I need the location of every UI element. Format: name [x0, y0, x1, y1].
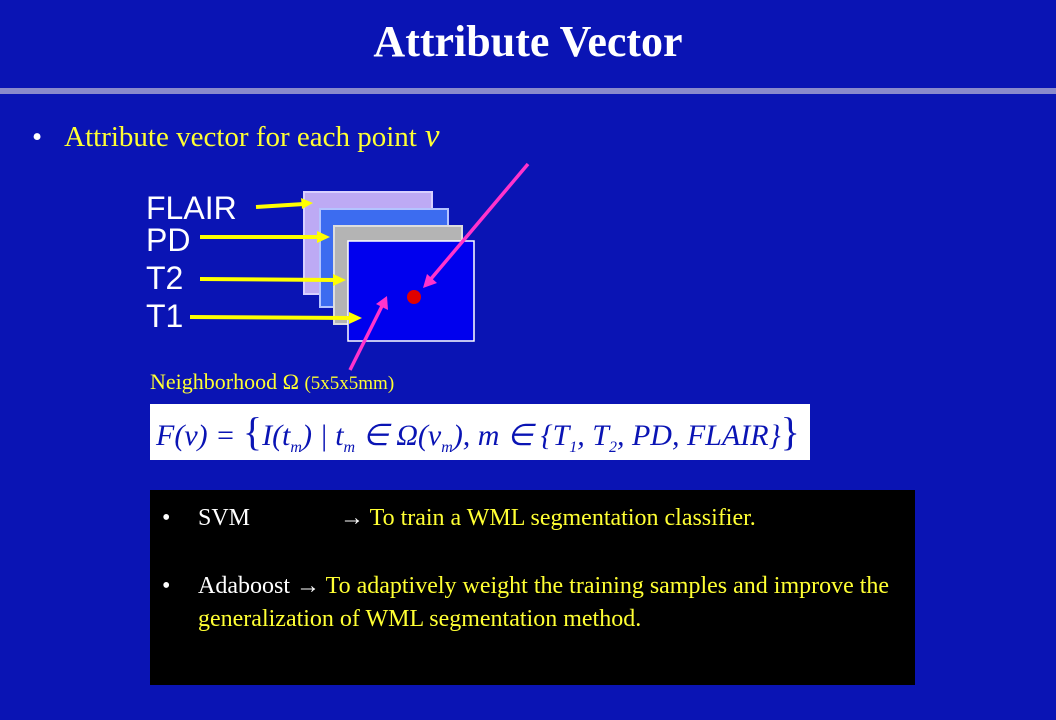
method-bullet: • — [162, 573, 171, 599]
formula-sub: m — [343, 439, 356, 456]
formula-term: ), m ∈ {T — [452, 419, 570, 452]
formula-sub: m — [290, 439, 302, 456]
bullet-text: Attribute vector for each point — [64, 121, 417, 153]
arrow-icon: → — [340, 505, 364, 531]
neighborhood-caption: Neighborhood Ω (5x5x5mm) — [150, 366, 394, 400]
formula-term: I(t — [262, 419, 291, 452]
method-item-svm: • SVM → To train a WML segmentation class… — [162, 502, 907, 535]
flair-arrowhead — [301, 198, 313, 209]
pd-arrowhead — [317, 231, 330, 243]
neighborhood-size: (5x5x5mm) — [304, 373, 395, 394]
formula-term: , T — [577, 419, 609, 452]
target-point — [407, 290, 421, 304]
method-bullet: • — [162, 505, 171, 531]
label-t1: T1 — [146, 298, 184, 334]
t2-connector — [199, 277, 335, 282]
point-pointer — [428, 162, 530, 282]
method-term: Adaboost — [198, 573, 290, 599]
bullet-marker: • — [32, 121, 43, 153]
t2-arrowhead — [333, 274, 346, 286]
formula-sub: m — [441, 439, 453, 456]
label-pd: PD — [146, 222, 191, 258]
method-item-adaboost: • Adaboost → To adaptively weight the tr… — [162, 570, 907, 636]
label-t2: T2 — [146, 260, 184, 296]
title-underline — [0, 88, 1056, 94]
formula-sub: 2 — [608, 439, 617, 456]
t1-arrowhead — [349, 312, 362, 324]
formula-term: ) | t — [301, 419, 344, 452]
formula-term: ∈ Ω(v — [355, 419, 442, 452]
label-flair: FLAIR — [146, 190, 237, 226]
method-description: To adaptively weight the training sample… — [198, 573, 890, 632]
flair-connector — [255, 202, 305, 209]
arrow-icon: → — [296, 573, 320, 599]
formula-lhs: F(v) = — [156, 419, 243, 452]
slide-title: Attribute Vector — [373, 17, 683, 66]
neighborhood-label: Neighborhood Ω — [150, 369, 299, 394]
formula-open-brace: { — [242, 409, 263, 454]
methods-box: • SVM → To train a WML segmentation class… — [150, 490, 915, 685]
point-variable: v — [424, 118, 440, 154]
point-pointer-arrowhead — [423, 274, 437, 288]
neighborhood-pointer-arrowhead — [376, 296, 388, 310]
formula-sub: 1 — [569, 439, 578, 456]
t1-connector — [189, 315, 351, 320]
formula-term: , PD, FLAIR} — [616, 419, 781, 452]
method-term: SVM — [198, 505, 251, 531]
method-description: To train a WML segmentation classifier. — [369, 505, 756, 531]
neighborhood-pointer — [348, 305, 384, 371]
attribute-formula: F(v) = {I(tm) | tm ∈ Ω(vm), m ∈ {T1, T2,… — [150, 404, 810, 460]
formula-close-brace: } — [780, 409, 800, 454]
